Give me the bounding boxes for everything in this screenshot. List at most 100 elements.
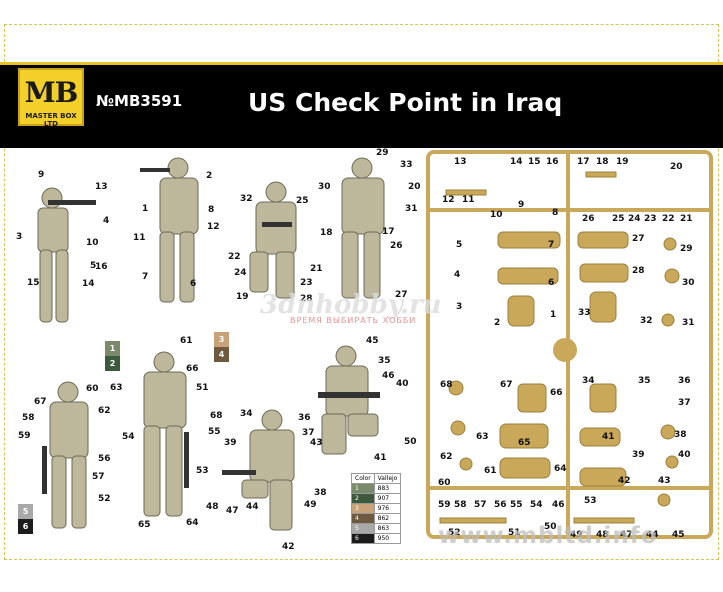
sprue-part-label-24: 24 bbox=[628, 214, 641, 224]
figure-part-label-14: 14 bbox=[82, 279, 95, 289]
color-table-number: 4 bbox=[351, 513, 375, 524]
soldier-figure-6 bbox=[143, 351, 189, 517]
figure-part-label-34: 34 bbox=[240, 409, 253, 419]
soldier-figure-8 bbox=[318, 345, 380, 455]
color-table-code: 950 bbox=[373, 533, 402, 544]
figure-part-label-61: 61 bbox=[180, 336, 193, 346]
watermark-url: www.mbltd.info bbox=[438, 523, 658, 549]
figure-part-label-29: 29 bbox=[376, 148, 389, 158]
sprue-part-label-64: 64 bbox=[554, 464, 567, 474]
figure-part-label-6: 6 bbox=[190, 279, 197, 289]
color-table-header: Color Vallejo bbox=[351, 473, 402, 484]
sprue-part-label-30: 30 bbox=[682, 278, 695, 288]
sprue-part-label-10: 10 bbox=[490, 210, 503, 220]
figure-part-label-18: 18 bbox=[320, 228, 333, 238]
sprue-part-label-40: 40 bbox=[678, 450, 691, 460]
figure-part-label-1: 1 bbox=[142, 204, 149, 214]
soldier-figure-2 bbox=[140, 157, 199, 303]
sprue-part-label-49: 49 bbox=[570, 530, 583, 540]
figure-part-label-64: 64 bbox=[186, 518, 199, 528]
figure-part-label-11: 11 bbox=[133, 233, 146, 243]
sprue-part-label-42: 42 bbox=[618, 476, 631, 486]
figure-group bbox=[37, 157, 385, 531]
sprue-part-label-16: 16 bbox=[546, 157, 559, 167]
sprue-part-label-63: 63 bbox=[476, 432, 489, 442]
sprue-part-label-67: 67 bbox=[500, 380, 513, 390]
sprue-part-label-22: 22 bbox=[662, 214, 675, 224]
sprue-part-label-29: 29 bbox=[680, 244, 693, 254]
soldier-figure-3 bbox=[249, 181, 297, 299]
figure-part-label-43: 43 bbox=[310, 438, 323, 448]
sprue-part-label-2: 2 bbox=[494, 318, 501, 328]
figure-part-label-31: 31 bbox=[405, 204, 418, 214]
header-bar bbox=[0, 62, 723, 148]
figure-part-label-51: 51 bbox=[196, 383, 209, 393]
figure-part-label-38: 38 bbox=[314, 488, 327, 498]
watermark-3dnhobby: 3dnhobby.ru bbox=[260, 290, 442, 320]
sprue-part-label-57: 57 bbox=[474, 500, 487, 510]
figure-part-label-42: 42 bbox=[282, 542, 295, 552]
sprue-part-label-52: 52 bbox=[448, 528, 461, 538]
figure-part-label-35: 35 bbox=[378, 356, 391, 366]
sprue-part-label-11: 11 bbox=[462, 195, 475, 205]
sprue-part-label-23: 23 bbox=[644, 214, 657, 224]
sprue-part-label-12: 12 bbox=[442, 195, 455, 205]
color-swatch-5: 5 bbox=[18, 504, 33, 519]
sprue-part-label-55: 55 bbox=[510, 500, 523, 510]
sprue-part-label-32: 32 bbox=[640, 316, 653, 326]
figure-part-label-3: 3 bbox=[16, 232, 23, 242]
figure-part-label-22: 22 bbox=[228, 252, 241, 262]
figure-part-label-66: 66 bbox=[186, 364, 199, 374]
figure-part-label-41: 41 bbox=[374, 453, 387, 463]
figure-part-label-68: 68 bbox=[210, 411, 223, 421]
sprue-part-label-39: 39 bbox=[632, 450, 645, 460]
figure-part-label-24: 24 bbox=[234, 268, 247, 278]
figure-part-label-16: 16 bbox=[95, 262, 108, 272]
color-swatch-2: 2 bbox=[105, 356, 120, 371]
figure-part-label-7: 7 bbox=[142, 272, 149, 282]
color-table-header-vallejo: Vallejo bbox=[373, 473, 402, 484]
color-table-header-color: Color bbox=[351, 473, 375, 484]
sprue-part-label-36: 36 bbox=[678, 376, 691, 386]
figure-part-label-56: 56 bbox=[98, 454, 111, 464]
logo-subtext: MASTER BOX LTD bbox=[25, 112, 77, 128]
figure-part-label-26: 26 bbox=[390, 241, 403, 251]
sprue-part-label-25: 25 bbox=[612, 214, 625, 224]
sprue-part-label-7: 7 bbox=[548, 240, 555, 250]
sprue-part-label-61: 61 bbox=[484, 466, 497, 476]
figure-part-label-54: 54 bbox=[122, 432, 135, 442]
figure-part-label-19: 19 bbox=[236, 292, 249, 302]
sprue-part-label-62: 62 bbox=[440, 452, 453, 462]
figure-part-label-32: 32 bbox=[240, 194, 253, 204]
watermark-3dnhobby-sub: ВРЕМЯ ВЫБИРАТЬ ХОББИ bbox=[290, 316, 417, 325]
figure-part-label-59: 59 bbox=[18, 431, 31, 441]
soldier-figure-7 bbox=[222, 409, 295, 531]
sprue-part-label-68: 68 bbox=[440, 380, 453, 390]
sprue-part-label-65: 65 bbox=[518, 438, 531, 448]
figure-part-label-49: 49 bbox=[304, 500, 317, 510]
figure-part-label-52: 52 bbox=[98, 494, 111, 504]
sprue-part-label-48: 48 bbox=[596, 530, 609, 540]
figure-part-label-4: 4 bbox=[103, 216, 110, 226]
color-table-code: 907 bbox=[373, 493, 402, 504]
color-table-code: 883 bbox=[373, 483, 402, 494]
figure-part-label-17: 17 bbox=[382, 227, 395, 237]
soldier-figure-5 bbox=[42, 381, 89, 529]
figure-part-label-47: 47 bbox=[226, 506, 239, 516]
sprue-part-label-28: 28 bbox=[632, 266, 645, 276]
figure-part-label-13: 13 bbox=[95, 182, 108, 192]
color-swatch-4: 4 bbox=[214, 347, 229, 362]
sprue-part-label-41: 41 bbox=[602, 432, 615, 442]
sprue-gate bbox=[553, 338, 577, 362]
sprue-part-label-54: 54 bbox=[530, 500, 543, 510]
sprue-part-label-1: 1 bbox=[550, 310, 557, 320]
sprue-part-label-34: 34 bbox=[582, 376, 595, 386]
figure-part-label-45: 45 bbox=[366, 336, 379, 346]
sprue-part-label-33: 33 bbox=[578, 308, 591, 318]
figure-part-label-8: 8 bbox=[208, 205, 215, 215]
